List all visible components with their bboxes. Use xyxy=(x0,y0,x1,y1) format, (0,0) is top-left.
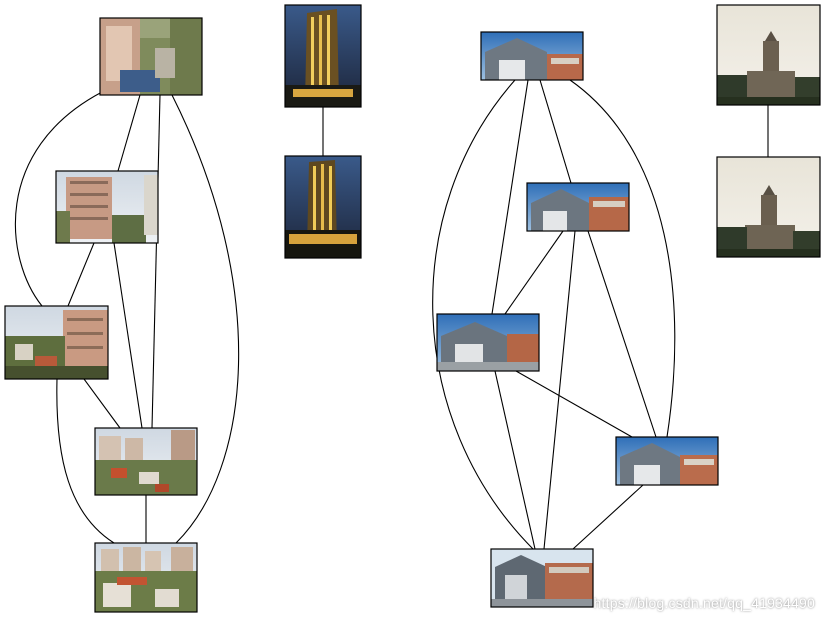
edges-layer xyxy=(14,79,769,550)
watermark-text: https://blog.csdn.net/qq_41934490 xyxy=(593,595,815,611)
edge-r2-r4 xyxy=(113,242,143,429)
nodes-layer xyxy=(4,4,821,613)
photo-node-w1[interactable] xyxy=(480,31,584,81)
edge-w1-w4 xyxy=(569,79,676,438)
edge-r3-r5 xyxy=(56,378,115,544)
photo-node-w5[interactable] xyxy=(490,548,594,608)
photo-node-r2[interactable] xyxy=(55,170,159,244)
edge-r3-r4 xyxy=(83,378,121,429)
photo-node-w2[interactable] xyxy=(526,182,630,232)
photo-node-r1[interactable] xyxy=(99,17,203,96)
edge-w2-w5 xyxy=(543,230,576,550)
photo-node-r3[interactable] xyxy=(4,305,109,380)
edge-w1-w2 xyxy=(539,79,572,184)
photo-node-w3[interactable] xyxy=(436,313,540,372)
edge-r1-r3 xyxy=(14,91,103,307)
edge-w2-w4 xyxy=(587,230,657,438)
edge-r2-r3 xyxy=(67,242,95,307)
edge-w3-w5 xyxy=(494,370,536,550)
photo-node-c1[interactable] xyxy=(716,4,821,106)
edge-r1-r2 xyxy=(117,94,141,172)
photo-node-t1[interactable] xyxy=(284,4,362,108)
edge-r1-r5 xyxy=(171,94,240,544)
photo-node-c2[interactable] xyxy=(716,156,821,258)
edge-w1-w3 xyxy=(491,79,529,315)
edge-w3-w4 xyxy=(515,370,633,438)
edge-w2-w3 xyxy=(504,230,564,315)
photo-node-t2[interactable] xyxy=(284,155,362,259)
photo-node-w4[interactable] xyxy=(615,436,719,486)
photo-node-r5[interactable] xyxy=(94,542,198,613)
edge-r1-r4 xyxy=(151,94,161,429)
photo-node-r4[interactable] xyxy=(94,427,198,496)
edge-w1-w5 xyxy=(432,79,534,550)
edge-w4-w5 xyxy=(572,484,644,550)
